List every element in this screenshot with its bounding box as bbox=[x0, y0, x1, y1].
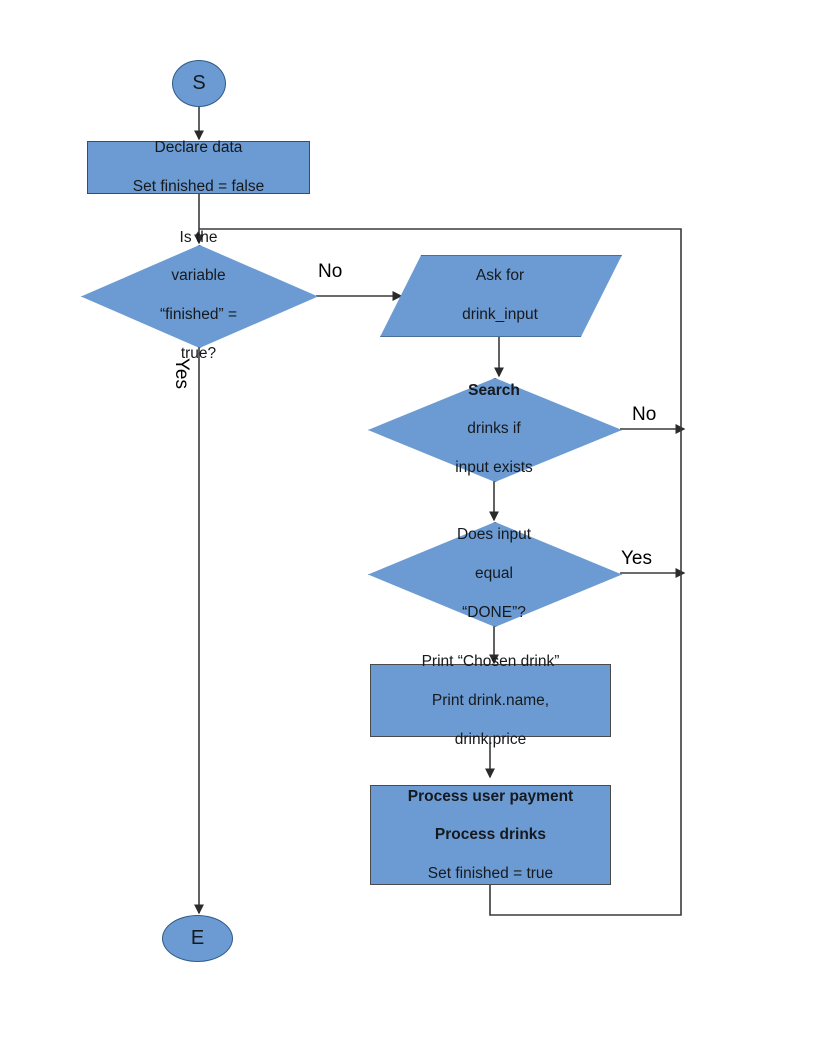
edge-label-finished-no: No bbox=[318, 261, 343, 282]
node-done-decision[interactable]: Does input equal “DONE”? bbox=[368, 522, 622, 627]
node-start-label: S bbox=[192, 72, 206, 94]
node-search-decision[interactable]: Search drinks if input exists bbox=[368, 378, 622, 482]
node-print-chosen-drink[interactable]: Print “Chosen drink” Print drink.name, d… bbox=[370, 653, 611, 748]
node-end-label: E bbox=[190, 927, 205, 949]
node-done-decision-label: Does input equal “DONE”? bbox=[456, 526, 532, 621]
node-finished-decision[interactable]: Is the variable “finished” = true? bbox=[81, 229, 318, 362]
edge-label-search-no: No bbox=[632, 404, 657, 425]
node-finished-decision-label: Is the variable “finished” = true? bbox=[159, 228, 238, 362]
node-process-payment-label: Process user payment Process drinks Set … bbox=[407, 787, 574, 883]
node-print-chosen-drink-label: Print “Chosen drink” Print drink.name, d… bbox=[421, 653, 560, 748]
node-end-terminator[interactable]: E bbox=[162, 915, 233, 962]
node-declare-data[interactable]: Declare data Set finished = false bbox=[87, 139, 310, 195]
node-start-terminator[interactable]: S bbox=[172, 60, 226, 107]
node-declare-data-label: Declare data Set finished = false bbox=[132, 139, 265, 196]
io-parallelogram-shape bbox=[380, 255, 622, 337]
node-process-payment[interactable]: Process user payment Process drinks Set … bbox=[370, 785, 611, 885]
edge-label-done-yes: Yes bbox=[621, 548, 652, 569]
node-ask-drink-input-label: Ask for drink_input bbox=[462, 266, 538, 323]
node-ask-drink-input[interactable]: Ask for drink_input bbox=[380, 255, 622, 337]
node-search-decision-label: Search drinks if input exists bbox=[455, 381, 533, 477]
edge-process-loop-back bbox=[199, 228, 682, 916]
